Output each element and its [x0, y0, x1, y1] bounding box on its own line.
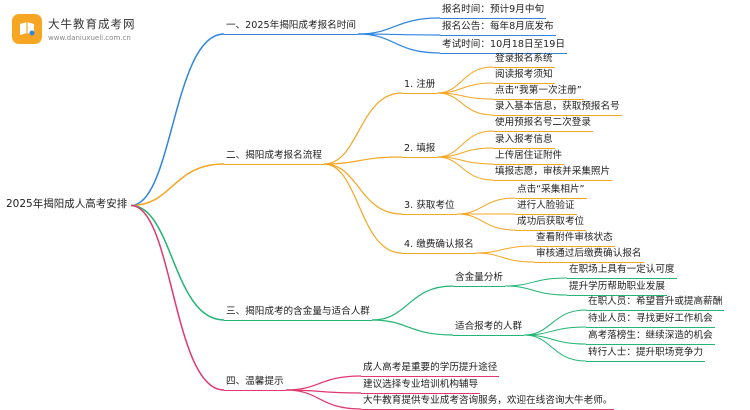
connector-line [323, 92, 403, 165]
connector-line [523, 334, 587, 362]
leaf-node: 成功后获取考位 [515, 215, 587, 231]
connector-line [323, 156, 403, 165]
connector-line [456, 197, 516, 215]
connector-line [130, 33, 225, 207]
connector-line [371, 319, 454, 336]
connector-line [436, 92, 494, 116]
connector-line [504, 277, 568, 287]
connector-line [456, 213, 516, 231]
branch-node: 一、2025年揭阳成考报名时间 [224, 19, 358, 35]
subtopic-node: 2. 填报 [402, 142, 438, 158]
connector-line [475, 252, 535, 263]
leaf-node: 大牛教育提供专业成考咨询服务，欢迎在线咨询大牛老师。 [361, 394, 615, 410]
branch-node: 四、温馨提示 [224, 375, 286, 391]
leaf-node: 点击“采集相片” [515, 183, 587, 199]
connector-line [130, 204, 225, 321]
leaf-node: 建议选择专业培训机构辅导 [361, 378, 481, 394]
subtopic-node: 1. 注册 [402, 78, 438, 94]
book-icon [12, 14, 42, 44]
leaf-node: 在职人员：希望晋升或提高薪酬 [586, 295, 725, 311]
connector-line [475, 245, 535, 254]
leaf-node: 录入报考信息 [493, 133, 555, 149]
leaf-node: 填报志愿，审核并采集照片 [493, 165, 613, 181]
connector-line [130, 204, 225, 391]
connector-line [504, 285, 568, 296]
connector-line [285, 389, 362, 410]
branch-node: 二、揭阳成考报名流程 [224, 149, 324, 165]
connector-line [357, 33, 441, 54]
logo-name: 大牛教育成考网 [48, 17, 136, 31]
leaf-node: 录入基本信息，获取预报名号 [493, 100, 622, 116]
leaf-node: 转行人士：提升职场竞争力 [586, 346, 706, 362]
leaf-node: 进行人脸验证 [515, 199, 577, 215]
connector-line [285, 375, 362, 391]
connector-line [323, 163, 403, 215]
subtopic-node: 4. 缴费确认报名 [402, 238, 476, 254]
connector-line [523, 326, 587, 336]
subtopic-node: 适合报考的人群 [453, 320, 525, 336]
leaf-node: 待业人员：寻找更好工作机会 [586, 312, 715, 328]
leaf-node: 使用预报名号二次登录 [493, 116, 593, 132]
root-node: 2025年揭阳成人高考安排 [6, 198, 128, 210]
leaf-node: 上传居住证附件 [493, 149, 565, 165]
connector-line [357, 17, 441, 35]
subtopic-node: 3. 获取考位 [402, 199, 457, 215]
leaf-node: 提升学历帮助职业发展 [567, 280, 667, 296]
site-logo: 大牛教育成考网 www.daniuxueli.com.cn [12, 14, 136, 44]
leaf-node: 考试时间：10月18日至19日 [440, 38, 567, 54]
connector-line [371, 285, 454, 321]
leaf-node: 登录报名系统 [493, 52, 555, 68]
connector-line [436, 156, 494, 181]
leaf-node: 阅读报考须知 [493, 68, 555, 84]
subtopic-node: 含金量分析 [453, 271, 505, 287]
leaf-node: 查看附件审核状态 [534, 231, 615, 247]
leaf-node: 高考落榜生：继续深造的机会 [586, 329, 715, 345]
branch-node: 三、揭阳成考的含金量与适合人群 [224, 305, 372, 321]
leaf-node: 成人高考是重要的学历提升途径 [361, 361, 500, 377]
leaf-node: 报名公告：每年8月底发布 [440, 20, 556, 36]
connector-line [436, 130, 494, 158]
connector-line [130, 163, 225, 207]
leaf-node: 在职场上具有一定认可度 [567, 263, 677, 279]
leaf-node: 点击“我第一次注册” [493, 84, 584, 100]
connector-line [523, 309, 587, 336]
leaf-node: 报名时间：预计9月中旬 [440, 3, 547, 19]
leaf-node: 审核通过后缴费确认报名 [534, 247, 644, 263]
logo-url: www.daniuxueli.com.cn [48, 34, 131, 42]
connector-line [323, 163, 403, 254]
connector-line [436, 66, 494, 94]
